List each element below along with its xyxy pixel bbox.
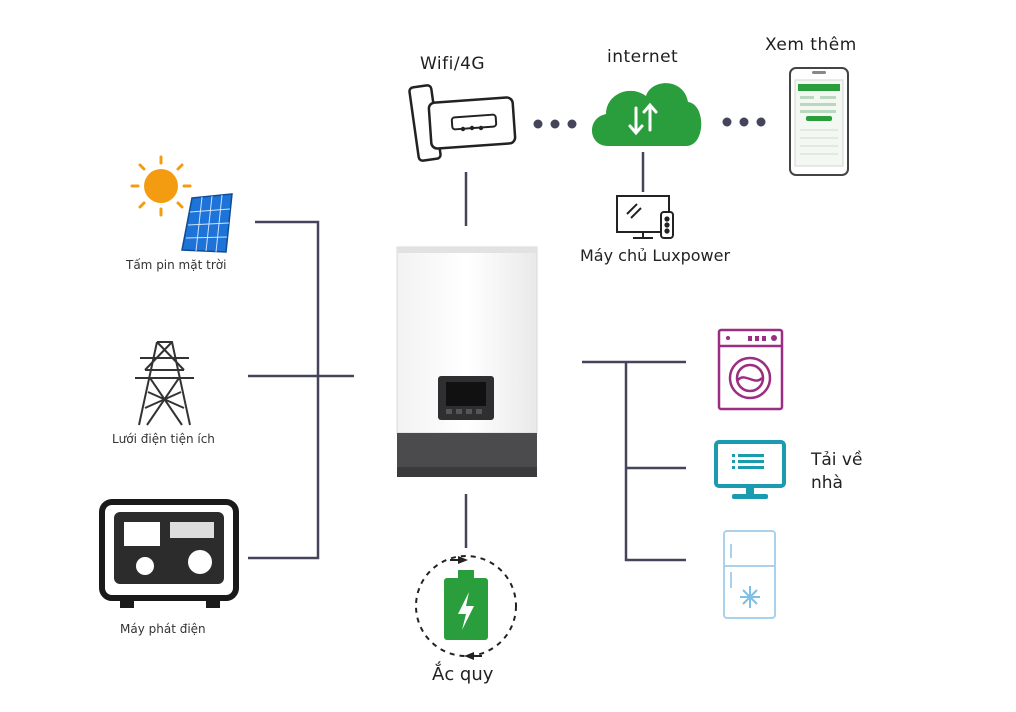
generator-icon: [99, 499, 239, 608]
wifi-dongle-icon: [408, 84, 517, 162]
washing-machine-icon: [717, 328, 784, 411]
connection-lines: [248, 152, 686, 562]
grid-label: Lưới điện tiện ích: [112, 432, 215, 446]
hybrid-inverter-icon: [396, 246, 538, 477]
load-label-line1: Tải về: [811, 450, 863, 470]
battery-label: Ắc quy: [432, 664, 494, 685]
cloud-upload-download-icon: [591, 83, 702, 146]
internet-label: internet: [607, 47, 679, 67]
power-pylon-icon: [135, 341, 194, 426]
wifi-label: Wifi/4G: [420, 54, 486, 74]
dots-cloud-phone: [722, 117, 766, 127]
load-label-line2: nhà: [811, 473, 843, 493]
solar-label: Tấm pin mặt trời: [126, 258, 227, 272]
sun-icon: [130, 155, 192, 217]
generator-label: Máy phát điện: [120, 622, 206, 636]
computer-server-icon: [616, 195, 674, 239]
dots-wifi-cloud: [533, 119, 577, 129]
tv-monitor-icon: [714, 440, 786, 499]
server-label: Máy chủ Luxpower: [580, 246, 731, 265]
solar-panel-icon: [181, 193, 233, 253]
battery-charge-icon: [415, 555, 517, 660]
refrigerator-icon: [723, 530, 776, 619]
smartphone-app-icon: [789, 67, 849, 176]
see-more-label: Xem thêm: [765, 35, 857, 55]
